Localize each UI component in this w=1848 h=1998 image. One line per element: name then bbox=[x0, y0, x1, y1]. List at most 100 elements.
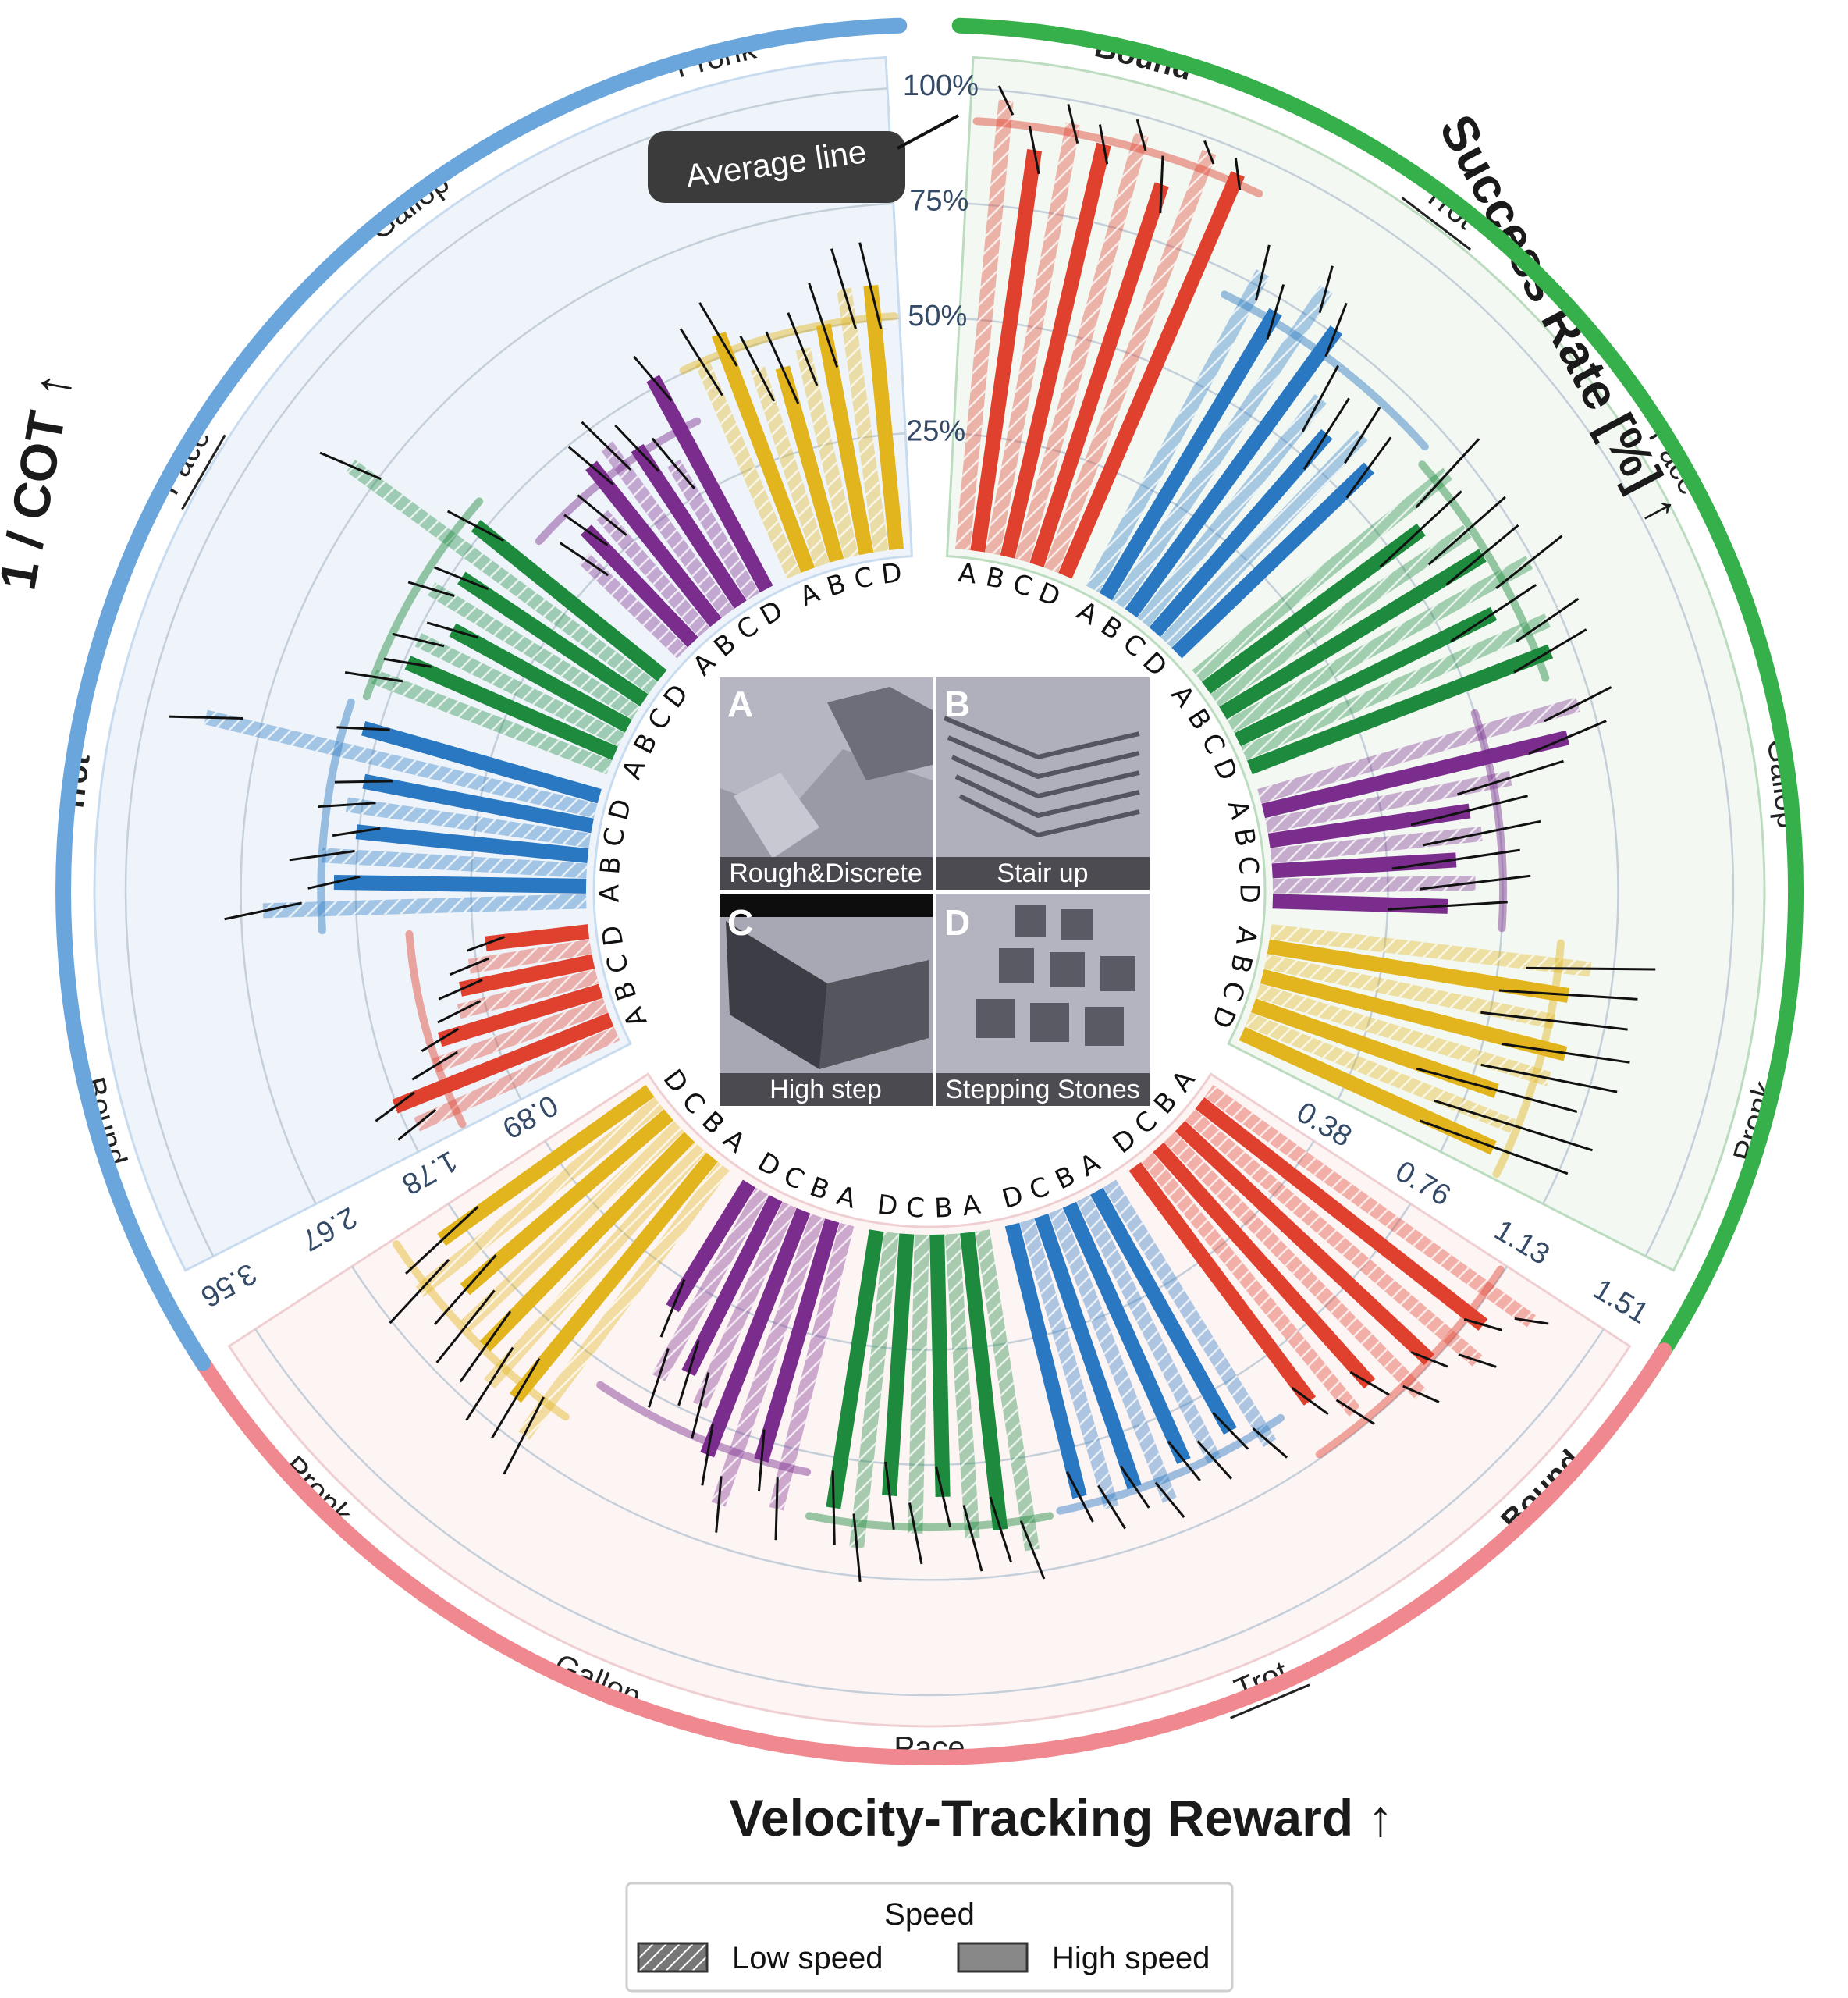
err-1-pace-c-low bbox=[908, 1502, 923, 1565]
bar-1-pronk-b-high bbox=[479, 1132, 695, 1352]
average-line-callout: Average line bbox=[648, 114, 959, 203]
bar-0-gallop-a-high bbox=[1261, 730, 1570, 819]
err-2-pace-b-low bbox=[392, 632, 445, 648]
err-2-pronk-c-high bbox=[808, 282, 839, 368]
bar-2-gallop-d-high bbox=[646, 375, 773, 593]
err-1-trot-b-low bbox=[1196, 1440, 1232, 1480]
panel-caption-d: Stepping Stones bbox=[945, 1075, 1140, 1104]
err-1-pace-d-low bbox=[852, 1513, 862, 1583]
err-2-gallop-d-high bbox=[633, 355, 673, 402]
bar-hatch-2-pronk-b bbox=[750, 366, 830, 567]
legend-high-swatch bbox=[957, 1942, 1029, 1973]
err-1-pronk-b-high bbox=[459, 1310, 512, 1383]
bar-hatch-0-pronk-b bbox=[1263, 954, 1556, 1029]
err-2-trot-d-high bbox=[336, 726, 390, 731]
err-0-pace-d-low bbox=[1516, 597, 1580, 642]
panel-caption-a: Rough&Discrete bbox=[729, 859, 922, 888]
bar-1-gallop-c-high bbox=[681, 1195, 783, 1377]
bar-0-pronk-a-high bbox=[1267, 939, 1570, 1003]
err-0-bound-c-low bbox=[1135, 119, 1147, 151]
err-0-gallop-c-low bbox=[1422, 819, 1541, 847]
bar-0-trot-c-high bbox=[1149, 428, 1333, 638]
panel-caption-c: High step bbox=[769, 1075, 882, 1104]
legend-title: Speed bbox=[884, 1897, 975, 1932]
terrain-letter-0-pronk-b: B bbox=[1224, 951, 1258, 976]
err-0-pronk-d-high bbox=[1419, 1119, 1569, 1175]
bar-1-bound-a-high bbox=[1195, 1097, 1488, 1331]
bar-2-trot-d-high bbox=[361, 720, 602, 804]
bar-0-gallop-b-high bbox=[1267, 803, 1471, 848]
bar-hatch-2-pronk-c bbox=[795, 347, 859, 559]
tick-label-0-2: 75% bbox=[909, 185, 968, 218]
err-2-pace-c-high bbox=[433, 566, 489, 591]
err-1-trot-a-low bbox=[1252, 1427, 1288, 1459]
terrain-letter-2-trot-d: D bbox=[602, 796, 638, 824]
bar-1-bound-b-high bbox=[1175, 1120, 1434, 1365]
err-0-pace-c-high bbox=[1450, 584, 1537, 643]
err-2-trot-c-high bbox=[334, 780, 393, 784]
bar-0-bound-b-high bbox=[1000, 142, 1111, 559]
err-0-gallop-c-high bbox=[1391, 848, 1520, 870]
tick-label-1-3: 1.51 bbox=[1587, 1273, 1654, 1331]
bar-hatch-0-trot-a bbox=[1086, 269, 1270, 593]
terrain-letter-1-trot-d: D bbox=[999, 1180, 1027, 1215]
bar-2-pace-c-high bbox=[457, 571, 649, 707]
terrain-letter-1-pronk-b: B bbox=[695, 1105, 730, 1140]
bar-hatch-1-pace-a bbox=[975, 1229, 1040, 1552]
terrain-letter-1-pace-a: A bbox=[961, 1189, 983, 1223]
tick-label-0-1: 50% bbox=[908, 300, 967, 332]
bar-hatch-1-bound-c bbox=[1164, 1132, 1427, 1400]
bar-hatch-1-pronk-b bbox=[483, 1142, 706, 1389]
err-2-trot-a-high bbox=[307, 875, 361, 890]
terrain-letter-0-bound-b: B bbox=[983, 561, 1008, 595]
bar-hatch-1-pace-d bbox=[849, 1232, 899, 1549]
terrain-letter-2-pronk-b: B bbox=[823, 568, 850, 603]
outer-arcs bbox=[55, 17, 1804, 1765]
err-1-gallop-c-low bbox=[691, 1372, 710, 1439]
bar-hatch-0-gallop-a bbox=[1257, 697, 1580, 804]
bar-2-pronk-d-high bbox=[863, 284, 904, 550]
err-1-pronk-a-high bbox=[491, 1357, 541, 1439]
bar-1-bound-d-high bbox=[1128, 1161, 1317, 1406]
bar-hatch-0-pace-c bbox=[1227, 556, 1533, 733]
bar-hatch-0-pace-a bbox=[1192, 468, 1453, 682]
err-2-pronk-a-high bbox=[698, 302, 738, 367]
bar-hatch-1-bound-b bbox=[1185, 1109, 1483, 1367]
avg-line-0-bound bbox=[972, 117, 1263, 198]
bar-1-trot-b-high bbox=[1062, 1201, 1191, 1464]
bar-2-bound-b-high bbox=[437, 983, 603, 1047]
panel-letter-d: D bbox=[944, 902, 970, 943]
err-0-trot-d-low bbox=[1344, 407, 1381, 464]
grid-ring-2-3 bbox=[124, 87, 888, 1257]
legend-low-swatch bbox=[637, 1942, 709, 1973]
err-1-pace-a-low bbox=[1019, 1520, 1046, 1580]
bar-hatch-1-bound-a bbox=[1204, 1084, 1536, 1328]
err-0-gallop-a-low bbox=[1544, 686, 1612, 723]
bar-hatch-0-bound-d bbox=[1043, 149, 1217, 573]
bar-0-bound-d-high bbox=[1058, 171, 1245, 579]
grid-ring-2-2 bbox=[240, 202, 894, 1205]
bar-hatch-0-pronk-c bbox=[1256, 983, 1551, 1086]
bar-2-gallop-b-high bbox=[585, 460, 722, 627]
err-1-gallop-b-high bbox=[701, 1424, 714, 1486]
bar-1-bound-c-high bbox=[1153, 1142, 1376, 1389]
bar-hatch-1-gallop-b bbox=[711, 1213, 825, 1507]
bar-hatch-1-trot-c bbox=[1048, 1207, 1177, 1503]
err-2-gallop-b-high bbox=[567, 446, 614, 485]
err-2-trot-b-low bbox=[289, 850, 355, 862]
err-1-bound-c-low bbox=[1402, 1385, 1440, 1403]
grid-ring-1-3 bbox=[254, 1328, 1605, 1697]
bar-1-trot-d-high bbox=[1004, 1222, 1087, 1499]
err-0-pronk-b-low bbox=[1480, 1011, 1628, 1031]
err-0-trot-b-low bbox=[1318, 265, 1334, 313]
err-1-pronk-d-high bbox=[405, 1205, 479, 1275]
bar-hatch-2-pace-b bbox=[414, 633, 625, 747]
bar-hatch-0-trot-b bbox=[1112, 285, 1333, 609]
bar-hatch-0-bound-c bbox=[1015, 133, 1149, 563]
err-2-bound-a-low bbox=[397, 1108, 437, 1141]
err-2-bound-b-high bbox=[421, 1027, 460, 1052]
err-1-gallop-d-high bbox=[659, 1279, 686, 1338]
err-0-bound-a-low bbox=[997, 85, 1015, 116]
bar-hatch-2-trot-a bbox=[262, 894, 587, 919]
err-1-bound-d-low bbox=[1335, 1399, 1375, 1425]
